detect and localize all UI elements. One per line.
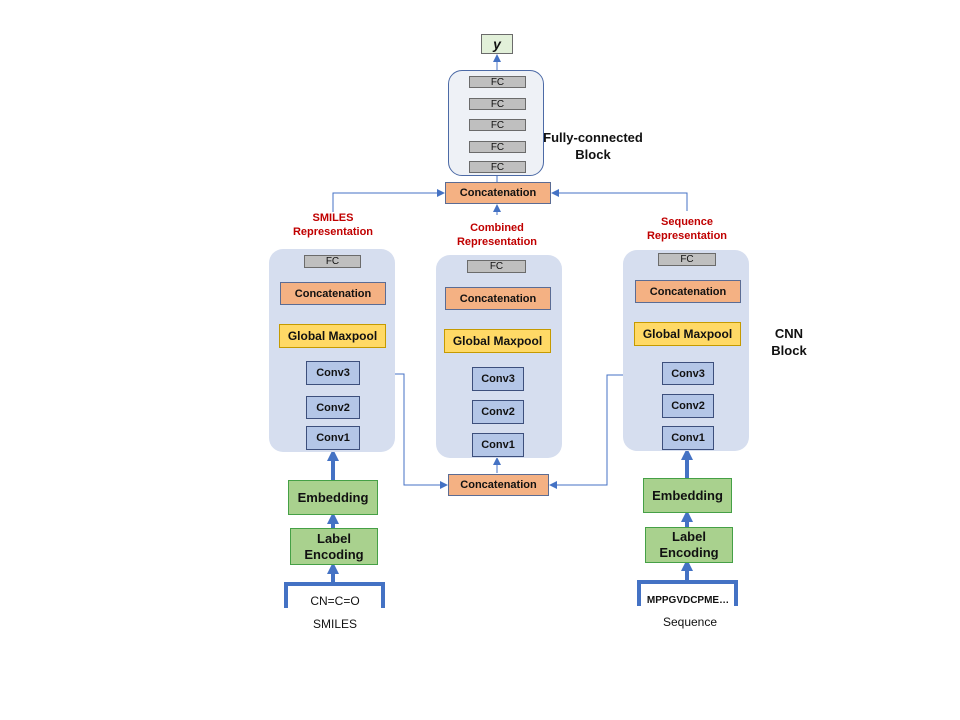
sequence-conv3: Conv3 bbox=[662, 362, 714, 385]
smiles-input-value: CN=C=O bbox=[310, 594, 360, 608]
combined-conv2: Conv2 bbox=[472, 400, 524, 424]
combined-representation-line2: Representation bbox=[456, 236, 538, 248]
smiles-conv3: Conv3 bbox=[306, 361, 360, 385]
smiles-representation-line1: SMILES bbox=[312, 212, 354, 224]
smiles-global-maxpool: Global Maxpool bbox=[279, 324, 386, 348]
combined-conv1: Conv1 bbox=[472, 433, 524, 457]
smiles-input-caption: SMILES bbox=[312, 617, 357, 631]
sequence-label-encoding: Label Encoding bbox=[645, 527, 733, 563]
sequence-embedding: Embedding bbox=[643, 478, 732, 513]
combined-conv3: Conv3 bbox=[472, 367, 524, 391]
sequence-representation-line2: Representation bbox=[646, 230, 728, 242]
smiles-input-bracket bbox=[284, 582, 385, 608]
combined-representation-line1: Combined bbox=[470, 222, 524, 234]
combined-input-concatenation: Concatenation bbox=[448, 474, 549, 496]
combined-global-maxpool: Global Maxpool bbox=[444, 329, 551, 353]
combined-concatenation: Concatenation bbox=[445, 287, 551, 310]
fully-connected-label-line1: Fully-connected bbox=[543, 130, 643, 145]
smiles-label-encoding: Label Encoding bbox=[290, 528, 378, 565]
smiles-label-encoding-line2: Encoding bbox=[304, 546, 364, 562]
smiles-representation-label: SMILES Representation bbox=[283, 211, 383, 239]
sequence-label-encoding-line1: Label bbox=[672, 529, 706, 544]
fully-connected-label-line2: Block bbox=[575, 147, 611, 162]
cnn-block-label: CNN Block bbox=[764, 325, 814, 359]
smiles-concatenation: Concatenation bbox=[280, 282, 386, 305]
sequence-to-top-concat-arrow bbox=[551, 189, 688, 211]
smiles-cnn-panel bbox=[269, 249, 395, 452]
combined-fc-layer: FC bbox=[467, 260, 526, 273]
fc-layer: FC bbox=[469, 119, 526, 131]
combined-cnn-panel bbox=[436, 255, 562, 458]
top-concatenation: Concatenation bbox=[445, 182, 551, 204]
fully-connected-block-label: Fully-connected Block bbox=[538, 129, 648, 163]
fc-layer: FC bbox=[469, 141, 526, 153]
combined-representation-label: Combined Representation bbox=[447, 221, 547, 249]
sequence-conv2: Conv2 bbox=[662, 394, 714, 418]
sequence-input-bracket bbox=[637, 580, 738, 606]
output-y: y bbox=[481, 34, 513, 54]
smiles-conv2: Conv2 bbox=[306, 396, 360, 419]
sequence-fc-layer: FC bbox=[658, 253, 716, 266]
sequence-concatenation: Concatenation bbox=[635, 280, 741, 303]
smiles-fc-layer: FC bbox=[304, 255, 361, 268]
cnn-block-label-line1: CNN bbox=[774, 326, 804, 341]
fc-layer: FC bbox=[469, 98, 526, 110]
sequence-input-value: MPPGVDCPME… bbox=[646, 595, 730, 606]
smiles-label-encoding-line1: Label bbox=[317, 530, 351, 546]
fc-layer: FC bbox=[469, 161, 526, 173]
sequence-global-maxpool: Global Maxpool bbox=[634, 322, 741, 346]
sequence-label-encoding-line2: Encoding bbox=[659, 545, 719, 560]
sequence-representation-line1: Sequence bbox=[661, 216, 713, 228]
smiles-representation-line2: Representation bbox=[292, 226, 374, 238]
sequence-conv1: Conv1 bbox=[662, 426, 714, 450]
sequence-representation-label: Sequence Representation bbox=[637, 215, 737, 243]
fc-layer: FC bbox=[469, 76, 526, 88]
smiles-to-top-concat-arrow bbox=[332, 189, 445, 212]
smiles-embedding: Embedding bbox=[288, 480, 378, 515]
cnn-block-label-line2: Block bbox=[771, 343, 807, 358]
sequence-input-caption: Sequence bbox=[662, 615, 718, 629]
smiles-conv1: Conv1 bbox=[306, 426, 360, 450]
